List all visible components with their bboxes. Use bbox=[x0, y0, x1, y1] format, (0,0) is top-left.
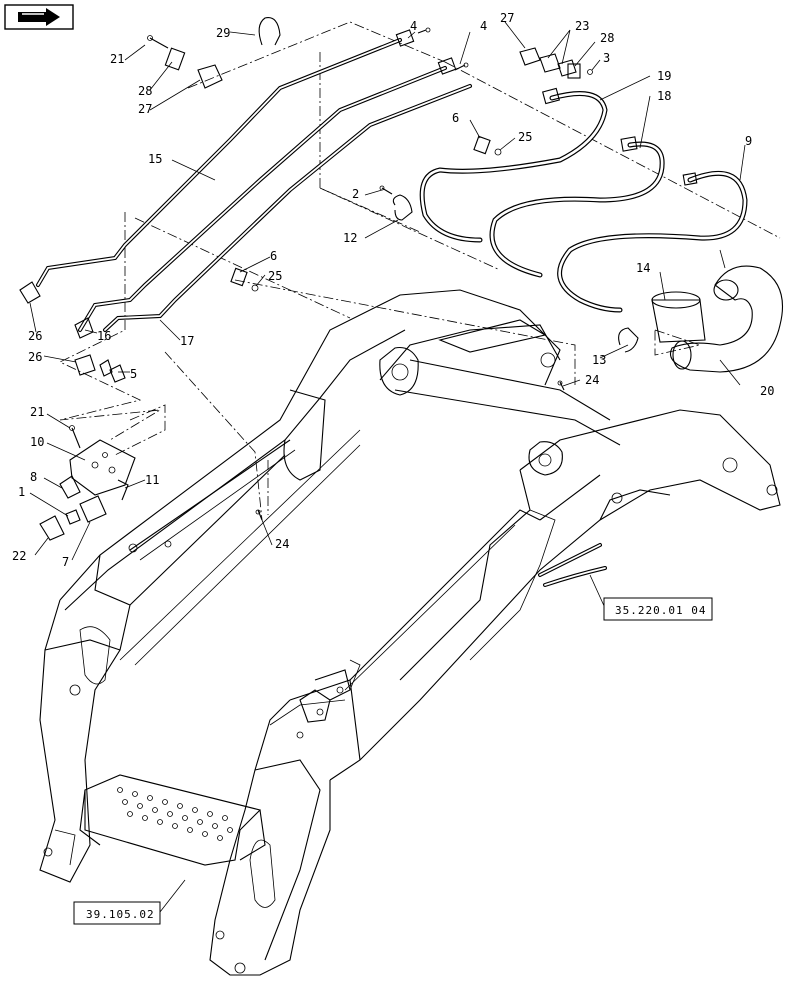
hardware bbox=[19, 17, 639, 541]
phantom-lines bbox=[59, 21, 781, 521]
callout-23: 23 bbox=[575, 19, 589, 33]
callout-25: 25 bbox=[268, 269, 282, 283]
callout-26: 26 bbox=[28, 350, 42, 364]
callout-6: 6 bbox=[270, 249, 277, 263]
callout-5: 5 bbox=[130, 367, 137, 381]
callout-28: 28 bbox=[600, 31, 614, 45]
callout-14: 14 bbox=[636, 261, 650, 275]
hose-18 bbox=[489, 136, 665, 278]
leader-lines bbox=[29, 21, 746, 913]
reference-label: 39.105.02 bbox=[86, 908, 155, 921]
sleeve-20 bbox=[669, 265, 784, 373]
loader-frame bbox=[39, 289, 781, 976]
return-arrow-icon[interactable] bbox=[4, 4, 74, 30]
callout-12: 12 bbox=[343, 231, 357, 245]
callout-26: 26 bbox=[28, 329, 42, 343]
callout-13: 13 bbox=[592, 353, 606, 367]
callout-27: 27 bbox=[500, 11, 514, 25]
callout-24: 24 bbox=[585, 373, 599, 387]
step-plate-holes bbox=[117, 787, 233, 841]
callout-8: 8 bbox=[30, 470, 37, 484]
callout-27: 27 bbox=[138, 102, 152, 116]
callout-10: 10 bbox=[30, 435, 44, 449]
callout-18: 18 bbox=[657, 89, 671, 103]
callout-25: 25 bbox=[518, 130, 532, 144]
reference-box-39-105[interactable]: 39.105.02 bbox=[73, 901, 161, 925]
callout-17: 17 bbox=[180, 334, 194, 348]
callout-29: 29 bbox=[216, 26, 230, 40]
callout-19: 19 bbox=[657, 69, 671, 83]
callout-9: 9 bbox=[745, 134, 752, 148]
callout-2: 2 bbox=[352, 187, 359, 201]
callouts: 29 21 28 27 4 4 27 23 28 3 19 18 9 6 25 … bbox=[12, 11, 774, 569]
callout-21: 21 bbox=[30, 405, 44, 419]
callout-7: 7 bbox=[62, 555, 69, 569]
callout-6: 6 bbox=[452, 111, 459, 125]
callout-15: 15 bbox=[148, 152, 162, 166]
steel-tube-17 bbox=[103, 84, 472, 332]
callout-28: 28 bbox=[138, 84, 152, 98]
callout-22: 22 bbox=[12, 549, 26, 563]
sleeve-14 bbox=[651, 291, 706, 343]
callout-21: 21 bbox=[110, 52, 124, 66]
front-couplers bbox=[296, 659, 361, 739]
hose-9 bbox=[557, 170, 748, 313]
callout-11: 11 bbox=[145, 473, 159, 487]
callout-4: 4 bbox=[480, 19, 487, 33]
hose-19 bbox=[419, 87, 608, 243]
steel-tube-16 bbox=[78, 57, 457, 332]
callout-20: 20 bbox=[760, 384, 774, 398]
callout-4: 4 bbox=[410, 19, 417, 33]
callout-3: 3 bbox=[603, 51, 610, 65]
steel-tube-15 bbox=[36, 29, 415, 287]
reference-label: 35.220.01 04 bbox=[615, 604, 706, 617]
callout-24: 24 bbox=[275, 537, 289, 551]
reference-box-35-220[interactable]: 35.220.01 04 bbox=[603, 597, 713, 621]
callout-1: 1 bbox=[18, 485, 25, 499]
callout-16: 16 bbox=[97, 329, 111, 343]
